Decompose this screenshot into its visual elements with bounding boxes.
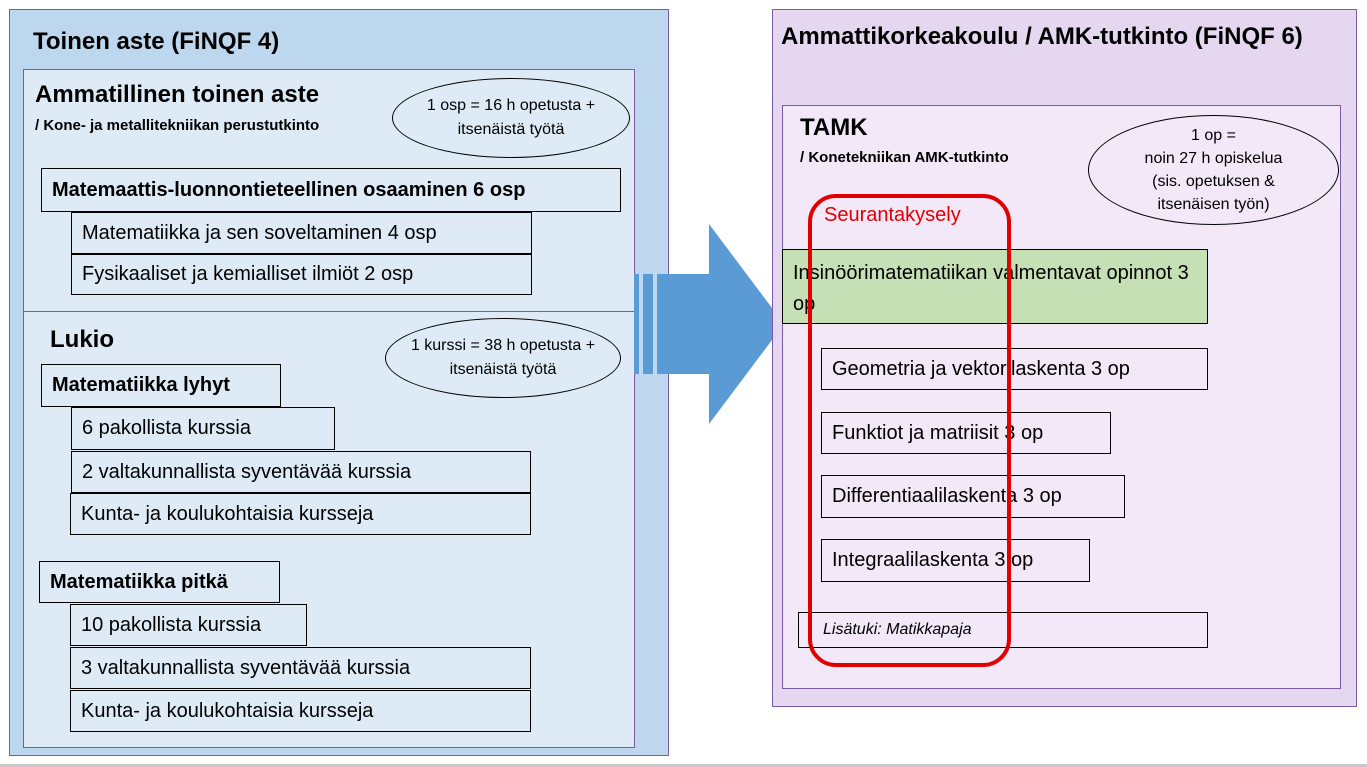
- tamk-credit-note: 1 op = noin 27 h opiskelua (sis. opetuks…: [1088, 115, 1339, 225]
- note-line: noin 27 h opiskelua: [1144, 149, 1283, 167]
- list-item: Matematiikka ja sen soveltaminen 4 osp: [71, 212, 532, 254]
- extra-support-box: Lisätuki: Matikkapaja: [798, 612, 1208, 648]
- lukio-credit-note: 1 kurssi = 38 h opetusta + itsenäistä ty…: [385, 318, 621, 398]
- prep-course-box: Insinöörimatematiikan valmentavat opinno…: [782, 249, 1208, 324]
- lukio-title: Lukio: [50, 326, 114, 353]
- note-line: itsenäisen työn): [1157, 196, 1270, 214]
- note-line: 1 osp = 16 h opetusta +: [426, 97, 596, 114]
- vocational-group-header: Matemaattis-luonnontieteellinen osaamine…: [41, 168, 621, 212]
- bottom-edge: [0, 764, 1367, 767]
- secondary-level-title: Toinen aste (FiNQF 4): [33, 28, 280, 55]
- list-item: 10 pakollista kurssia: [70, 604, 307, 646]
- list-item: 6 pakollista kurssia: [71, 407, 335, 450]
- tamk-subtitle: / Konetekniikan AMK-tutkinto: [800, 149, 1009, 166]
- short-math-header: Matematiikka lyhyt: [41, 364, 281, 407]
- note-line: 1 kurssi = 38 h opetusta +: [410, 337, 596, 354]
- arrow-stripe: [634, 274, 639, 374]
- note-line: itsenäistä työtä: [457, 121, 565, 138]
- tamk-title: TAMK: [800, 114, 868, 141]
- list-item: Kunta- ja koulukohtaisia kursseja: [70, 690, 531, 732]
- list-item: 2 valtakunnallista syventävää kurssia: [71, 451, 531, 493]
- block-arrow-right-icon: [634, 224, 784, 424]
- course-item: Funktiot ja matriisit 3 op: [821, 412, 1111, 454]
- arrow-body: [657, 224, 784, 424]
- course-item: Integraalilaskenta 3 op: [821, 539, 1090, 582]
- note-line: (sis. opetuksen &: [1152, 173, 1275, 190]
- vocational-credit-note: 1 osp = 16 h opetusta + itsenäistä työtä: [392, 78, 630, 158]
- higher-education-title: Ammattikorkeakoulu / AMK-tutkinto (FiNQF…: [781, 23, 1303, 50]
- vocational-subtitle: / Kone- ja metallitekniikan perustutkint…: [35, 117, 320, 134]
- list-item: 3 valtakunnallista syventävää kurssia: [70, 647, 531, 689]
- list-item: Fysikaaliset ja kemialliset ilmiöt 2 osp: [71, 254, 532, 295]
- note-line: 1 op =: [1191, 126, 1236, 144]
- long-math-header: Matematiikka pitkä: [39, 561, 280, 603]
- course-item: Geometria ja vektorilaskenta 3 op: [821, 348, 1208, 390]
- list-item: Kunta- ja koulukohtaisia kursseja: [70, 493, 531, 535]
- note-line: itsenäistä työtä: [449, 361, 557, 378]
- section-divider: [23, 311, 635, 312]
- vocational-title: Ammatillinen toinen aste: [35, 81, 320, 108]
- survey-label: Seurantakysely: [824, 204, 961, 226]
- arrow-stripe: [643, 274, 653, 374]
- course-item: Differentiaalilaskenta 3 op: [821, 475, 1125, 518]
